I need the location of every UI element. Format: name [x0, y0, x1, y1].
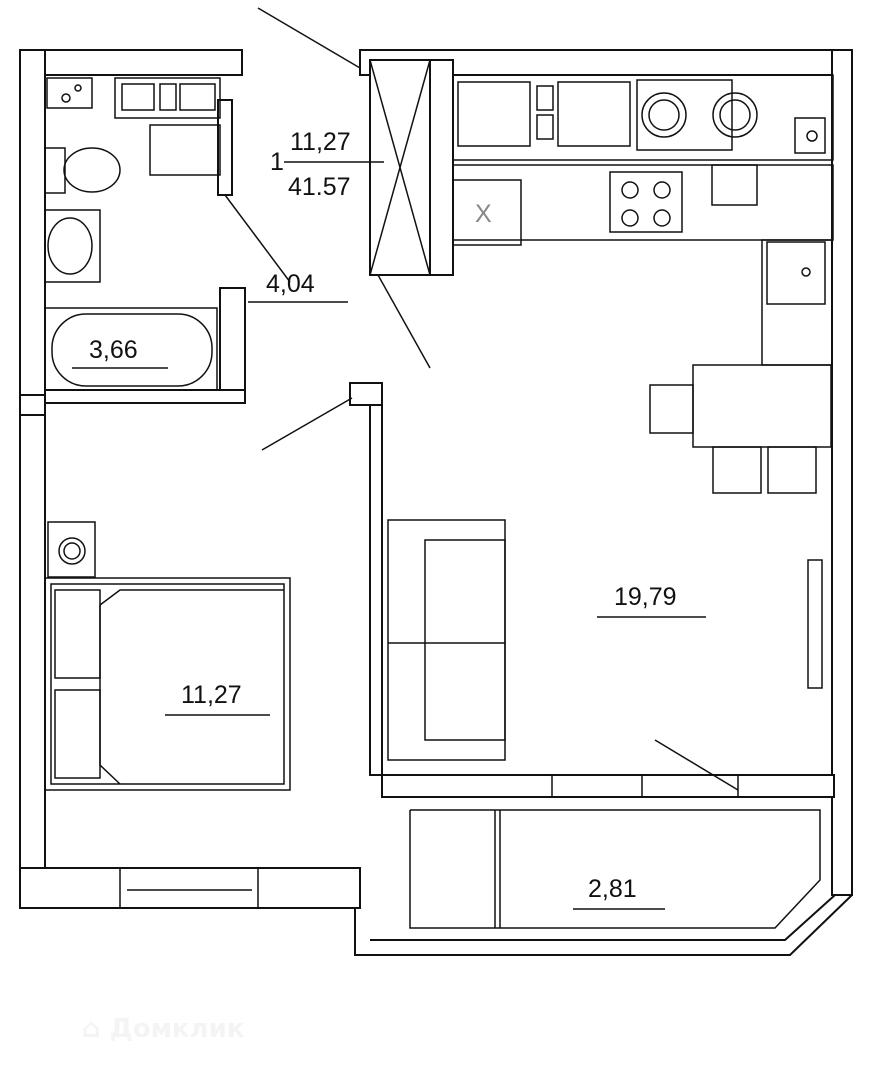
dining-table	[692, 364, 832, 448]
toilet-icon	[63, 147, 121, 193]
washing-machine	[46, 77, 93, 109]
kitchen-living-area: 19,79	[614, 583, 677, 611]
kitchen-fixtures: X	[452, 74, 834, 689]
bedroom-area: 11,27	[181, 681, 242, 709]
sink	[44, 209, 101, 283]
rooms-count: 1	[270, 148, 284, 176]
hallway-area: 4,04	[266, 270, 315, 298]
bathroom-area: 3,66	[89, 336, 138, 364]
bed	[44, 577, 291, 791]
living-furniture	[44, 519, 506, 791]
bathtub	[44, 307, 218, 391]
kitchen-sink	[766, 241, 826, 305]
watermark-logo: ⌂ Домклик	[82, 1014, 245, 1044]
stove-icon	[609, 171, 683, 233]
toilet-tank	[44, 147, 66, 194]
sofa	[387, 519, 506, 761]
tv	[807, 559, 823, 689]
door-swings	[224, 7, 739, 791]
living-area: 11,27	[290, 128, 351, 156]
area-labels: 1 11,27 41.57 4,04 3,66 11,27 19,79 2,81	[72, 128, 706, 910]
bathroom-fixtures	[44, 77, 221, 391]
balcony-area: 2,81	[588, 875, 637, 903]
walls	[19, 49, 853, 956]
total-area: 41.57	[288, 173, 351, 201]
balcony	[381, 774, 835, 929]
svg-text:X: X	[475, 200, 492, 228]
fridge	[452, 179, 522, 246]
